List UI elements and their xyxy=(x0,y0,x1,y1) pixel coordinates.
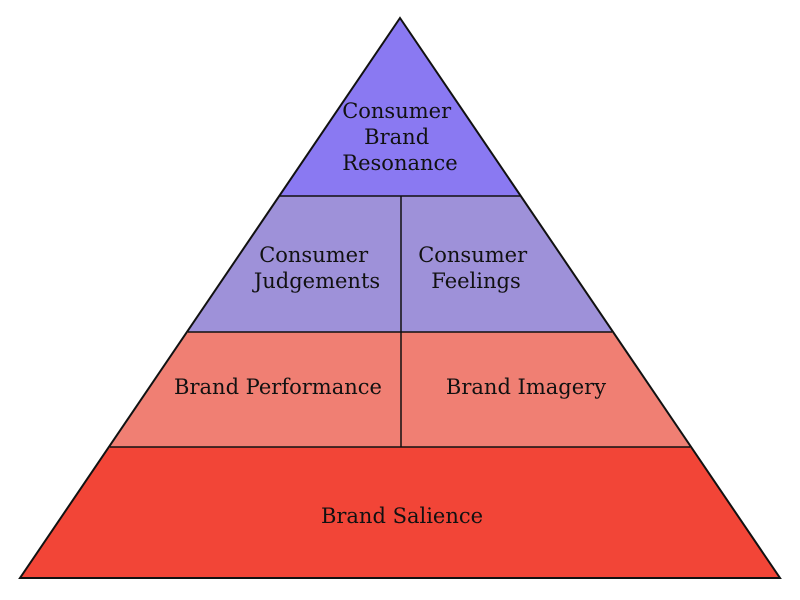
label-salience: Brand Salience xyxy=(321,504,483,528)
label-resonance: Consumer Brand Resonance xyxy=(342,99,458,175)
label-performance: Brand Performance xyxy=(174,375,382,399)
pyramid-outline xyxy=(18,16,782,579)
level-salience-block xyxy=(20,447,780,578)
level-imagery-block xyxy=(401,332,690,447)
label-judgements: Consumer Judgements xyxy=(252,243,380,293)
label-imagery: Brand Imagery xyxy=(446,375,606,399)
level-judgements-block xyxy=(188,196,401,332)
level-feelings-block xyxy=(401,196,612,332)
level-performance-block xyxy=(110,332,401,447)
level-resonance-block xyxy=(280,18,520,196)
label-feelings: Consumer Feelings xyxy=(418,243,534,293)
